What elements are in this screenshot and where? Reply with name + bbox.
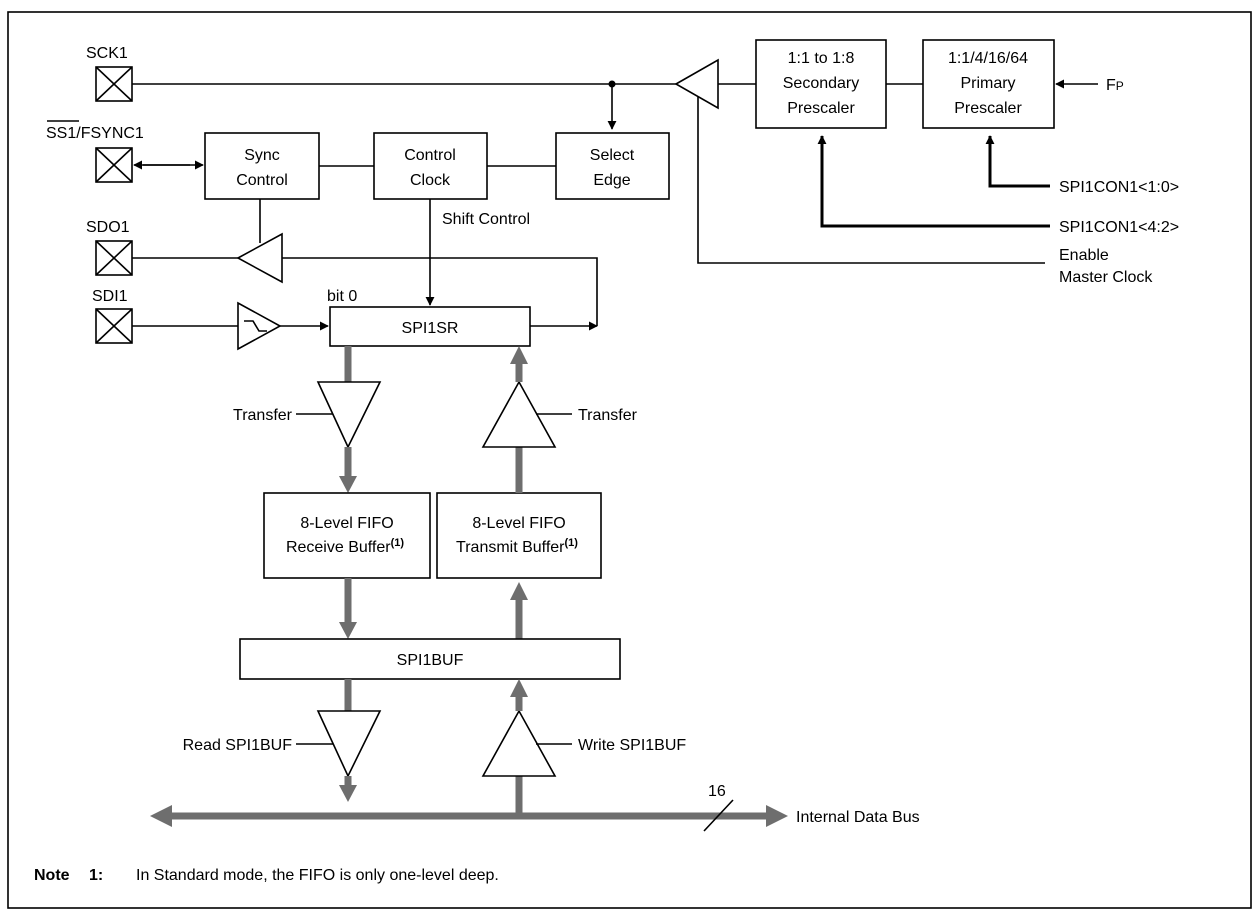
fsync1-text: /FSYNC1	[76, 125, 144, 142]
bit0-label: bit 0	[327, 288, 357, 305]
transmit-bus-head-2	[510, 346, 528, 364]
receive-fifo-text: Receive Buffer	[286, 539, 391, 556]
transmit-fifo-line1: 8-Level FIFO	[472, 515, 565, 532]
spi1buf-label: SPI1BUF	[397, 652, 464, 669]
spi1con1-4-2-line	[817, 135, 1050, 228]
internal-bus-label: Internal Data Bus	[796, 809, 920, 826]
bus-width-label: 16	[708, 783, 726, 800]
internal-bus-left-head	[150, 805, 172, 827]
pin-ss1-fsync1: SS1/FSYNC1	[46, 120, 144, 183]
primary-prescaler-line3: Prescaler	[954, 100, 1022, 117]
sync-control-line2: Control	[236, 172, 288, 189]
spi1con1-1-0-line	[985, 135, 1050, 188]
read-label: Read SPI1BUF	[183, 737, 293, 754]
spi1con1-1-0-label: SPI1CON1<1:0>	[1059, 179, 1179, 196]
receive-fifo-line1: 8-Level FIFO	[300, 515, 393, 532]
receive-fifo-line2: Receive Buffer(1)	[286, 537, 404, 556]
transfer-left-label: Transfer	[233, 407, 293, 424]
primary-prescaler-line2: Primary	[960, 75, 1015, 92]
receive-fifo-box: 8-Level FIFO Receive Buffer(1)	[263, 492, 431, 579]
transmit-fifo-line2: Transmit Buffer(1)	[456, 537, 578, 556]
enable-label-line1: Enable	[1059, 247, 1109, 264]
transmit-fifo-box: 8-Level FIFO Transmit Buffer(1)	[436, 492, 602, 579]
diagram-frame	[7, 11, 1252, 909]
pin-sdi1: SDI1	[92, 288, 133, 344]
fp-main: F	[1106, 77, 1116, 94]
secondary-prescaler-line1: 1:1 to 1:8	[788, 50, 855, 67]
select-edge-box: Select Edge	[555, 132, 670, 200]
internal-bus-right-head	[766, 805, 788, 827]
sdi-input-buffer	[237, 301, 282, 351]
pin-sck1: SCK1	[86, 45, 133, 102]
control-clock-line1: Control	[404, 147, 456, 164]
read-bus-head	[339, 785, 357, 802]
control-clock-line2: Clock	[410, 172, 451, 189]
shift-register-box: SPI1SR	[329, 306, 531, 347]
pin-sck1-label: SCK1	[86, 45, 128, 62]
spi1con1-4-2-label: SPI1CON1<4:2>	[1059, 219, 1179, 236]
shift-control-label: Shift Control	[442, 211, 530, 228]
transmit-fifo-footnote: (1)	[565, 537, 579, 549]
enable-master-clock-line	[697, 97, 1045, 264]
pin-sdo1: SDO1	[86, 219, 133, 276]
pin-ss1-fsync1-label: SS1/FSYNC1	[46, 125, 144, 142]
write-label: Write SPI1BUF	[578, 737, 686, 754]
note-number: 1:	[89, 867, 103, 884]
write-bus-head	[510, 679, 528, 697]
bus-width-slash	[703, 799, 734, 832]
note-label: Note	[34, 867, 70, 884]
shift-register-label: SPI1SR	[402, 320, 459, 337]
control-clock-box: Control Clock	[373, 132, 488, 200]
primary-prescaler-line1: 1:1/4/16/64	[948, 50, 1028, 67]
fp-sub: P	[1116, 79, 1124, 93]
pin-sdo1-label: SDO1	[86, 219, 130, 236]
secondary-prescaler-line3: Prescaler	[787, 100, 855, 117]
receive-bus-head-2	[339, 622, 357, 639]
sr-output-line	[282, 257, 598, 326]
fp-label: FP	[1106, 77, 1124, 94]
receive-fifo-footnote: (1)	[391, 537, 405, 549]
receive-bus-head-1	[339, 476, 357, 493]
select-edge-line2: Edge	[593, 172, 630, 189]
enable-label-line2: Master Clock	[1059, 269, 1153, 286]
note-text: In Standard mode, the FIFO is only one-l…	[136, 867, 499, 884]
transfer-right-label: Transfer	[578, 407, 638, 424]
secondary-prescaler-box: 1:1 to 1:8 Secondary Prescaler	[755, 39, 887, 129]
clock-buffer-triangle	[674, 58, 719, 110]
select-edge-line1: Select	[590, 147, 635, 164]
schmitt-trigger-icon	[244, 320, 267, 332]
spi1buf-box: SPI1BUF	[239, 638, 621, 680]
primary-prescaler-box: 1:1/4/16/64 Primary Prescaler	[922, 39, 1055, 129]
ss1-overbar-text: SS1	[46, 125, 76, 142]
transmit-bus-head-1	[510, 582, 528, 600]
sync-control-box: Sync Control	[204, 132, 320, 200]
sync-control-line1: Sync	[244, 147, 280, 164]
transmit-fifo-text: Transmit Buffer	[456, 539, 565, 556]
pin-sdi1-label: SDI1	[92, 288, 128, 305]
secondary-prescaler-line2: Secondary	[783, 75, 860, 92]
